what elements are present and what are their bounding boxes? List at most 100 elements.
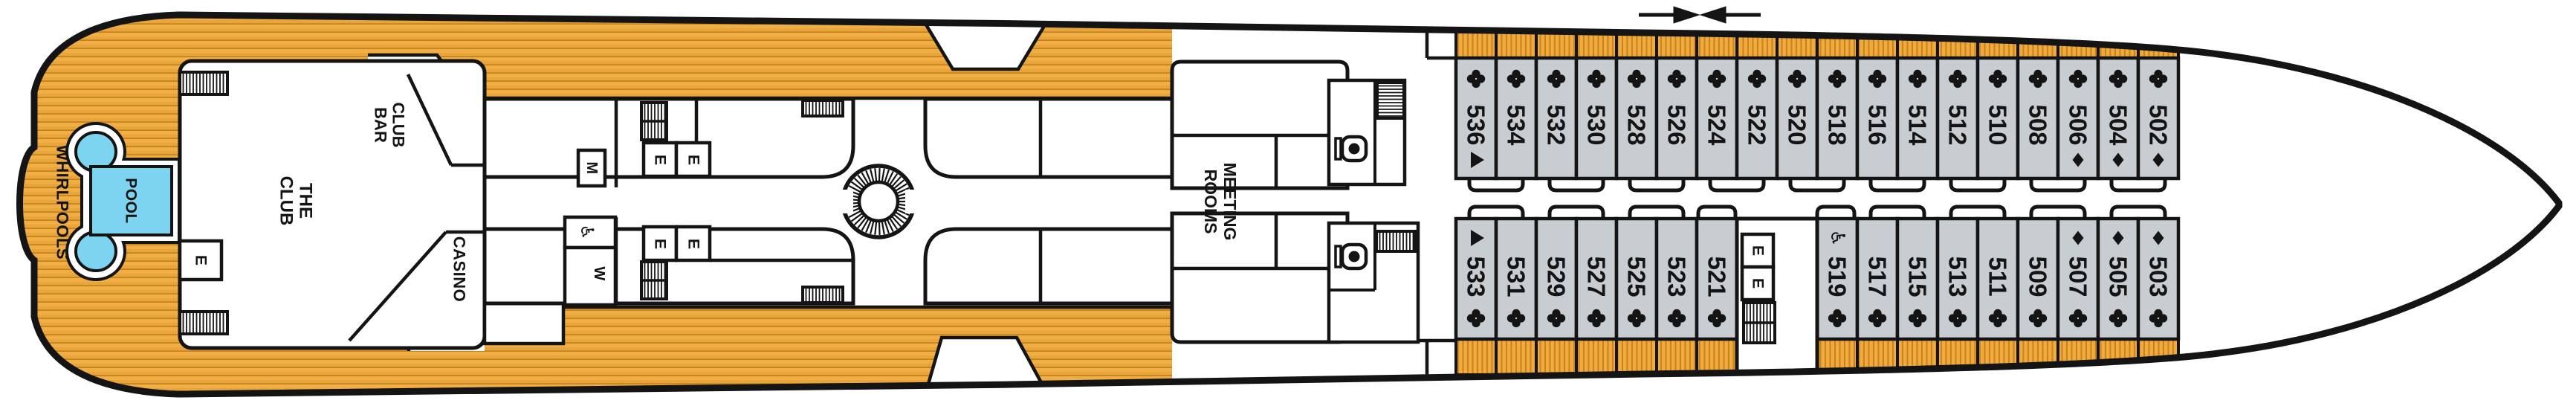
berths-clover-icon (1667, 309, 1686, 328)
cabin-door (1696, 204, 1738, 219)
cabin-513[interactable]: 513 (1935, 216, 1980, 376)
diamond-marker (2072, 231, 2084, 245)
stairs-icon (801, 99, 844, 117)
cabin-door (1949, 178, 2007, 193)
cabin-number: 513 (1944, 256, 1972, 297)
cabin-527[interactable]: 527 (1574, 216, 1619, 376)
cabin-512[interactable]: 512 (1935, 27, 1980, 181)
accessible-restroom: ♿ (563, 215, 618, 250)
cabin-door (2109, 178, 2167, 193)
svg-text:CLUB: CLUB (389, 102, 408, 147)
cabin-524[interactable]: 524 (1695, 27, 1739, 181)
cabin-area (1935, 216, 1980, 341)
stairs-icon (801, 286, 844, 304)
balcony (1936, 27, 1979, 59)
whirlpool-icon (74, 231, 117, 272)
cabin-503[interactable]: 503 (2136, 216, 2181, 376)
elevator-label: E (652, 239, 669, 249)
cabin-area (1935, 56, 1980, 181)
cabin-528[interactable]: 528 (1614, 27, 1659, 181)
cabin-531[interactable]: 531 (1494, 216, 1538, 376)
womens-restroom: W (563, 245, 618, 307)
pool-label: POOL (123, 178, 140, 224)
toilet-icon (1334, 135, 1368, 163)
cabin-517[interactable]: 517 (1855, 216, 1900, 376)
cabin-526[interactable]: 526 (1654, 27, 1699, 181)
berths-clover-icon (1828, 69, 1847, 88)
berths-clover-icon (1627, 69, 1646, 88)
cabin-511[interactable]: 511 (1975, 216, 2020, 376)
berths-clover-icon (1908, 69, 1927, 88)
balcony (2137, 27, 2180, 59)
cabin-514[interactable]: 514 (1895, 27, 1940, 181)
cabin-520[interactable]: 520 (1775, 27, 1819, 181)
stairs-icon (178, 310, 229, 335)
cabin-number: 527 (1583, 256, 1611, 297)
cabin-516[interactable]: 516 (1855, 27, 1900, 181)
berths-clover-icon (2149, 69, 2168, 88)
cabin-number: 524 (1703, 104, 1731, 146)
cabin-505[interactable]: 505 (2096, 216, 2140, 376)
cabin-532[interactable]: 532 (1534, 27, 1579, 181)
stairs-icon (640, 101, 668, 141)
balcony (1856, 27, 1899, 59)
diamond-marker (2112, 152, 2124, 167)
cabin-door (2109, 204, 2167, 219)
berths-clover-icon (2028, 309, 2048, 328)
berths-clover-icon (1988, 309, 2007, 328)
cabin-number: 532 (1543, 104, 1570, 145)
cabin-525[interactable]: 525 (1614, 216, 1659, 376)
stairs-icon (1375, 230, 1417, 253)
cabin-507[interactable]: 507 (2056, 216, 2100, 376)
cabin-522[interactable]: 522 (1735, 27, 1779, 181)
berths-clover-icon (1868, 69, 1887, 88)
cabin-504[interactable]: 504 (2096, 27, 2140, 181)
stairs-icon (1376, 81, 1405, 120)
cabin-area (1534, 216, 1579, 341)
balcony (1615, 338, 1658, 376)
cabin-536[interactable]: 536 (1454, 27, 1498, 181)
cabin-number: 505 (2105, 256, 2132, 297)
stairs-icon (1742, 301, 1776, 344)
diamond-marker (2152, 231, 2164, 245)
berths-clover-icon (1908, 309, 1927, 328)
cabin-506[interactable]: 506 (2056, 27, 2100, 181)
berths-clover-icon (1828, 309, 1847, 328)
cabin-door (2029, 204, 2087, 219)
cabin-521[interactable]: 521 (1695, 216, 1739, 376)
berths-clover-icon (1466, 309, 1486, 328)
forward-rooms-top (923, 97, 1174, 179)
whirlpools-label: WHIRLPOOLS (54, 145, 72, 260)
balcony (1896, 27, 1939, 59)
svg-text:MEETING: MEETING (1220, 163, 1240, 241)
berths-clover-icon (1587, 309, 1606, 328)
the-club-label: THE CLUB (276, 176, 316, 226)
cabin-534[interactable]: 534 (1494, 27, 1538, 181)
svg-text:CLUB: CLUB (276, 176, 297, 226)
berths-clover-icon (1787, 69, 1807, 88)
cabin-number: 502 (2145, 104, 2172, 145)
stairs-icon (178, 71, 229, 96)
cabin-530[interactable]: 530 (1574, 27, 1619, 181)
berths-clover-icon (2109, 309, 2128, 328)
cabin-515[interactable]: 515 (1895, 216, 1940, 376)
cabin-518[interactable]: 518 (1815, 27, 1860, 181)
cabin-510[interactable]: 510 (1975, 27, 2020, 181)
toilet-icon (1334, 242, 1368, 271)
mens-restroom (576, 148, 607, 188)
watertight-door-icon (1639, 6, 1761, 24)
club-bar-label: CLUB BAR (372, 102, 408, 147)
cabin-502[interactable]: 502 (2136, 27, 2181, 181)
berths-clover-icon (1707, 69, 1726, 88)
elevator-box (1740, 265, 1776, 302)
cabin-533[interactable]: 533 (1454, 216, 1498, 376)
cabin-519[interactable]: 519♿ (1815, 216, 1860, 376)
cabin-523[interactable]: 523 (1654, 216, 1699, 376)
club-bar-wall (406, 74, 453, 166)
berths-clover-icon (1948, 69, 1967, 88)
cabin-508[interactable]: 508 (2016, 27, 2060, 181)
spiral-staircase-icon (838, 164, 920, 239)
cabin-529[interactable]: 529 (1534, 216, 1579, 376)
cabin-number: 528 (1623, 104, 1651, 145)
cabin-509[interactable]: 509 (2016, 216, 2060, 376)
